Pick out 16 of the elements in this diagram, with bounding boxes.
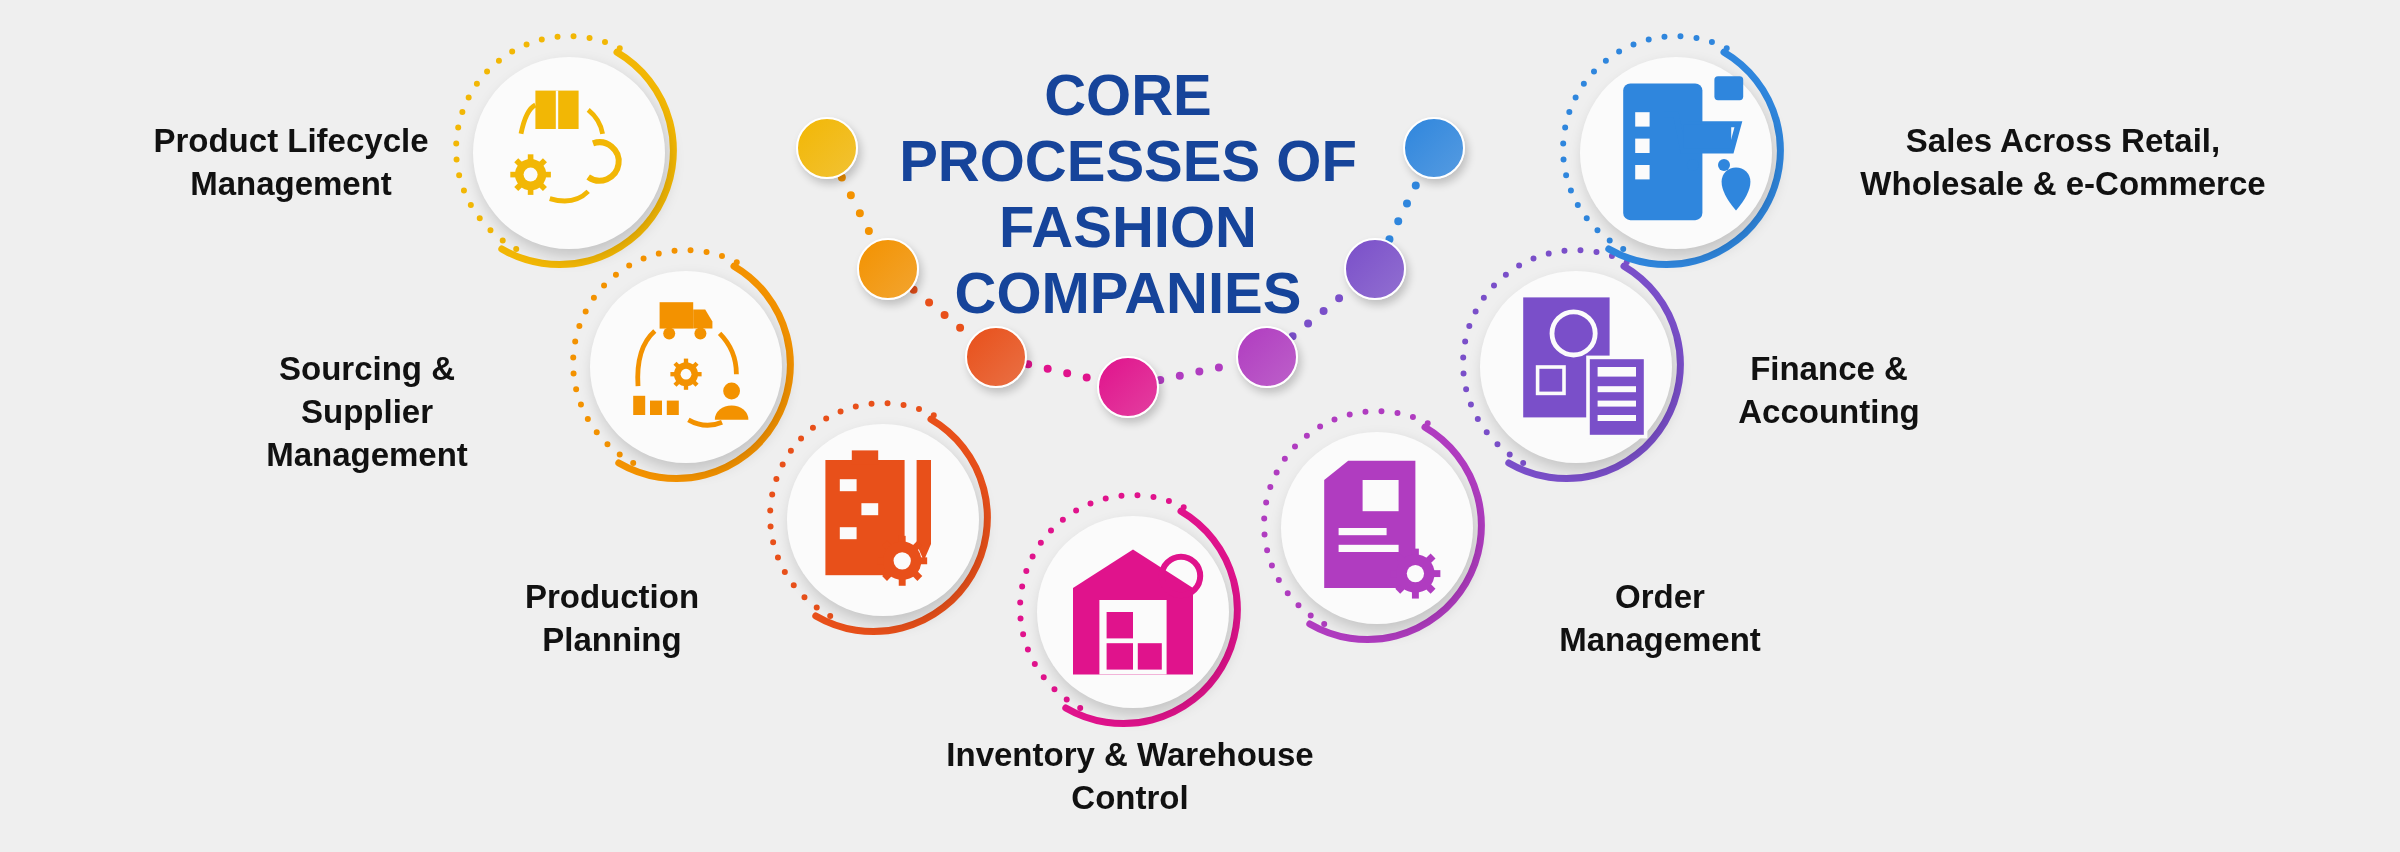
process-label: Sales Across Retail, Wholesale & e-Commerce: [1859, 121, 2267, 204]
dot-marker: [1403, 117, 1465, 179]
process-label: Order Management: [1558, 577, 1762, 660]
process-label: Sourcing & Supplier Management: [265, 349, 469, 475]
heading: CORE PROCESSES OF FASHION COMPANIES: [898, 62, 1358, 326]
dot-marker: [796, 117, 858, 179]
dot-marker: [1236, 326, 1298, 388]
process-label: Inventory & Warehouse Control: [945, 735, 1315, 818]
dot-marker: [1097, 356, 1159, 418]
icon-circle: [1480, 271, 1672, 463]
process-label: Product Lifecycle Management: [152, 121, 430, 204]
process-label: Finance & Accounting: [1737, 349, 1921, 432]
dot-marker: [857, 238, 919, 300]
process-label: Production Planning: [523, 577, 701, 660]
dot-marker: [965, 326, 1027, 388]
dot-marker: [1344, 238, 1406, 300]
